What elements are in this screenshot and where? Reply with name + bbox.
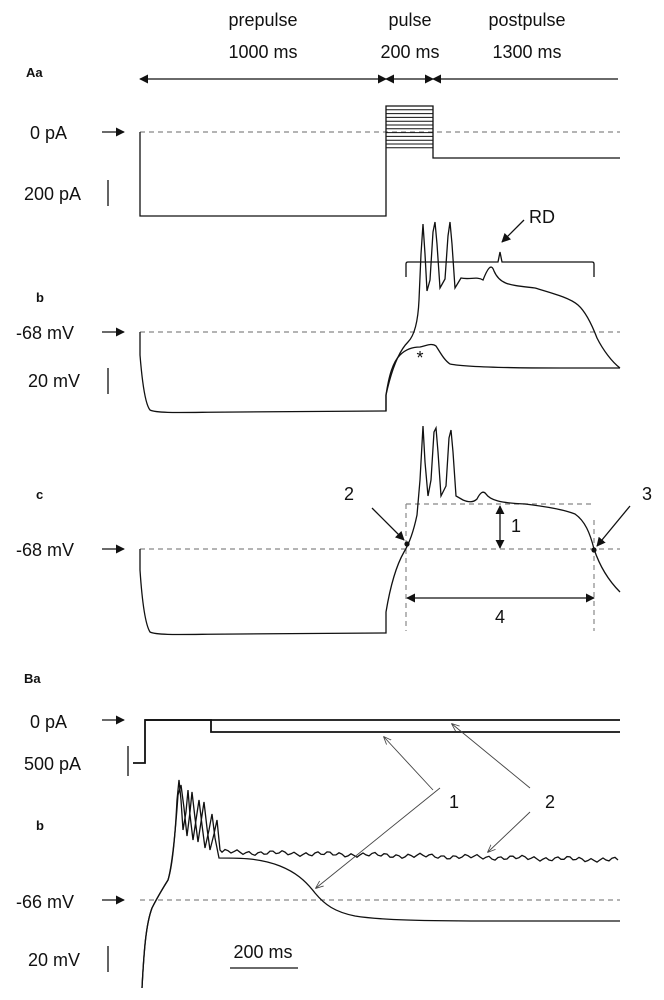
rest-voltage-label-ac: -68 mV <box>16 540 74 560</box>
panel-label-ba: Ba <box>24 671 41 686</box>
panel-label-bb: b <box>36 818 44 833</box>
pulse-current-family <box>385 105 434 150</box>
phase-prepulse-label: prepulse <box>228 10 297 30</box>
panel-bb: b -66 mV 20 mV 1 2 200 ms <box>16 724 620 989</box>
measure-label-1: 1 <box>511 516 521 536</box>
voltage-scale-label-ab: 20 mV <box>28 371 80 391</box>
panel-aa: Aa 0 pA 200 pA <box>24 65 620 217</box>
suprathreshold-voltage-trace <box>385 221 621 411</box>
time-scale-label: 200 ms <box>233 942 292 962</box>
phase-prepulse-duration: 1000 ms <box>228 42 297 62</box>
current-step-trace <box>139 105 620 217</box>
subthreshold-voltage-trace <box>139 332 620 414</box>
offset-arrow <box>596 505 631 547</box>
panel-label-aa: Aa <box>26 65 43 80</box>
zero-current-label-b: 0 pA <box>30 712 67 732</box>
rest-voltage-label-b: -66 mV <box>16 892 74 912</box>
voltage-trace-2 <box>141 784 619 989</box>
panel-ab: b -68 mV 20 mV RD * <box>16 207 621 414</box>
current-scale-label-b: 500 pA <box>24 754 81 774</box>
onset-point <box>404 541 410 547</box>
current-trace-1 <box>133 719 620 764</box>
measure-label-4: 4 <box>495 607 505 627</box>
current-scale-label-a: 200 pA <box>24 184 81 204</box>
panel-label-ab: b <box>36 290 44 305</box>
measurement-voltage-trace <box>139 425 621 636</box>
phase-pulse-label: pulse <box>388 10 431 30</box>
current-trace-2 <box>145 719 620 733</box>
protocol-header: prepulse 1000 ms pulse 200 ms postpulse … <box>139 10 618 84</box>
rd-bracket <box>405 251 595 277</box>
phase-pulse-duration: 200 ms <box>380 42 439 62</box>
rd-arrow <box>501 219 525 243</box>
pulse-current-edges <box>385 106 434 150</box>
panel-label-ac: c <box>36 487 43 502</box>
trace-1-pointer-a <box>384 737 434 791</box>
trace-2-pointer-b <box>488 811 531 852</box>
panel-ba: Ba 0 pA 500 pA <box>24 671 620 776</box>
zero-current-label: 0 pA <box>30 123 67 143</box>
phase-postpulse-label: postpulse <box>488 10 565 30</box>
voltage-scale-label-bb: 20 mV <box>28 950 80 970</box>
offset-point <box>591 547 597 553</box>
onset-arrow <box>371 507 405 541</box>
measure-label-3: 3 <box>642 484 652 504</box>
panel-ac: c -68 mV 2 3 1 4 <box>16 425 652 636</box>
rd-label: RD <box>529 207 555 227</box>
trace-2-pointer-a <box>452 724 531 789</box>
rest-voltage-label-a: -68 mV <box>16 323 74 343</box>
trace-1-pointer-b <box>316 787 441 888</box>
measure-label-2: 2 <box>344 484 354 504</box>
subthreshold-marker-star: * <box>416 348 423 368</box>
phase-postpulse-duration: 1300 ms <box>492 42 561 62</box>
trace-label-2: 2 <box>545 792 555 812</box>
trace-label-1: 1 <box>449 792 459 812</box>
